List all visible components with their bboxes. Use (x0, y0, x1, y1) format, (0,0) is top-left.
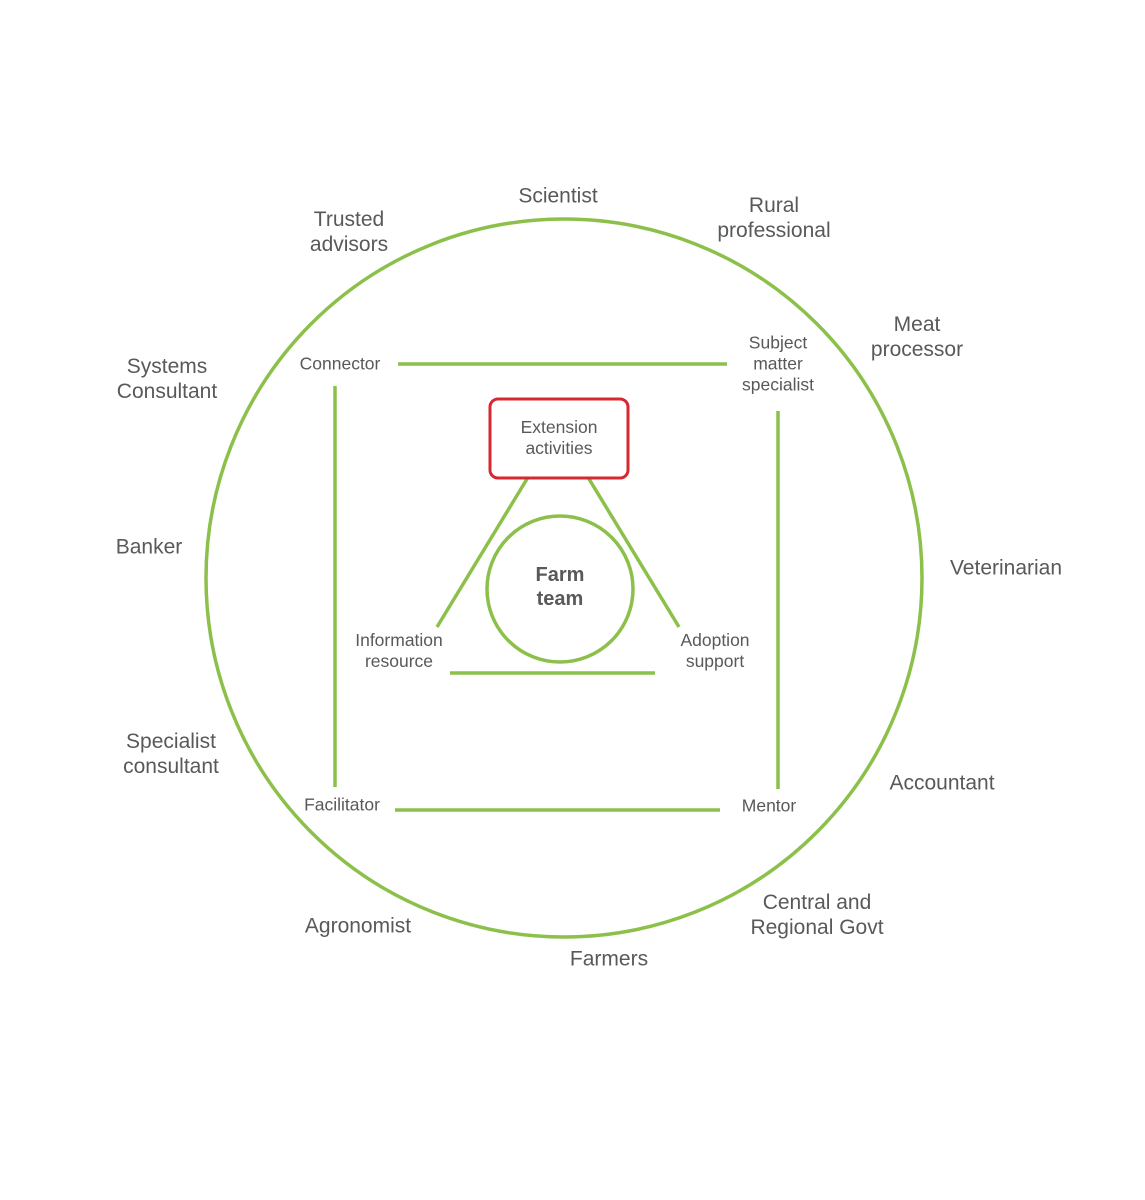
label-central-regional-govt: Central and Regional Govt (750, 890, 883, 940)
label-line: Veterinarian (949, 556, 1063, 580)
label-line: Farmers (569, 947, 649, 971)
label-veterinarian: Veterinarian (950, 555, 1062, 580)
extension-to-information-line (435, 473, 532, 628)
label-line: Facilitator (304, 794, 380, 815)
label-line: resource (364, 651, 434, 671)
label-line: Central and (762, 890, 872, 914)
extension-to-adoption-line (584, 473, 681, 628)
label-scientist: Scientist (518, 183, 597, 208)
label-line: Agronomist (304, 914, 412, 938)
label-line: specialist (742, 374, 814, 395)
outer-circle (204, 217, 924, 939)
label-line: Information (355, 630, 443, 650)
label-line: Systems (126, 354, 208, 378)
label-farmers: Farmers (570, 946, 648, 971)
extension-activities-box (488, 397, 630, 480)
label-line: activities (525, 438, 593, 458)
label-banker: Banker (116, 534, 183, 559)
label-line: consultant (123, 755, 219, 778)
label-line: Trusted (313, 207, 385, 231)
label-line: Mentor (741, 795, 797, 816)
label-facilitator: Facilitator (304, 795, 380, 816)
label-line: professional (717, 219, 831, 242)
label-line: Extension (520, 417, 598, 437)
label-trusted-advisors: Trusted advisors (310, 207, 388, 257)
label-line: Consultant (116, 380, 218, 403)
label-line: Connector (299, 353, 381, 374)
label-line: Meat (893, 312, 941, 336)
label-extension-activities: Extension activities (521, 417, 598, 459)
label-rural-professional: Rural professional (717, 193, 830, 243)
label-line: Banker (115, 535, 183, 559)
label-line: matter (753, 353, 803, 374)
label-line: Subject (748, 332, 808, 353)
label-agronomist: Agronomist (305, 913, 411, 938)
label-line: advisors (309, 233, 389, 256)
label-line: support (685, 651, 745, 671)
label-line: Farm (535, 564, 585, 586)
label-accountant: Accountant (889, 770, 994, 795)
label-information-resource: Information resource (355, 630, 443, 672)
label-meat-processor: Meat processor (871, 312, 963, 362)
label-line: Accountant (889, 771, 995, 795)
label-connector: Connector (300, 354, 381, 375)
label-line: Rural (748, 193, 800, 217)
farm-team-circle (485, 514, 635, 664)
label-line: team (536, 588, 584, 610)
label-subject-matter-specialist: Subject matter specialist (742, 333, 814, 396)
label-adoption-support: Adoption support (680, 630, 749, 672)
label-line: Scientist (518, 184, 598, 208)
label-line: Adoption (680, 630, 750, 650)
label-line: Specialist (126, 729, 216, 753)
label-systems-consultant: Systems Consultant (117, 354, 217, 404)
label-farm-team: Farm team (536, 563, 585, 611)
label-mentor: Mentor (742, 796, 796, 817)
label-specialist-consultant: Specialist consultant (123, 729, 219, 779)
label-line: processor (870, 338, 964, 361)
label-line: Regional Govt (750, 916, 884, 939)
